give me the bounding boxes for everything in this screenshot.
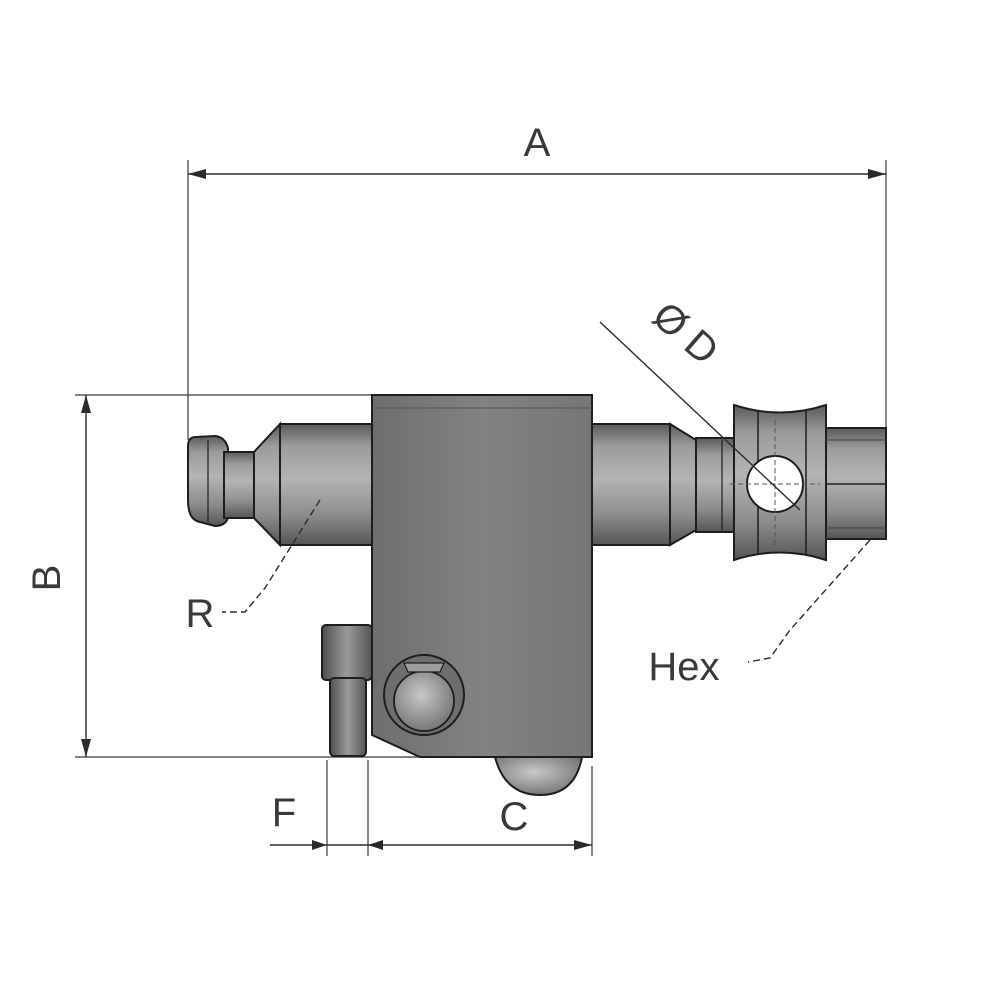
bottom-ball bbox=[493, 756, 584, 797]
left-pin bbox=[187, 421, 373, 548]
locking-screw bbox=[383, 654, 465, 736]
cross-hole bbox=[730, 420, 820, 548]
label-b: B bbox=[25, 565, 69, 592]
hex-end bbox=[825, 427, 887, 540]
side-stop bbox=[321, 624, 373, 757]
label-hex: Hex bbox=[648, 645, 719, 689]
label-c: C bbox=[500, 795, 529, 839]
right-pin bbox=[591, 422, 737, 547]
dimension-b bbox=[81, 395, 91, 757]
dimension-a bbox=[188, 169, 886, 179]
label-f: F bbox=[272, 791, 296, 835]
extension-lines bbox=[75, 160, 887, 856]
leader-lines bbox=[222, 321, 871, 663]
label-r: R bbox=[186, 592, 215, 636]
label-diameter: Ø D bbox=[644, 294, 727, 374]
label-a: A bbox=[524, 121, 551, 165]
dimension-c bbox=[368, 840, 592, 850]
